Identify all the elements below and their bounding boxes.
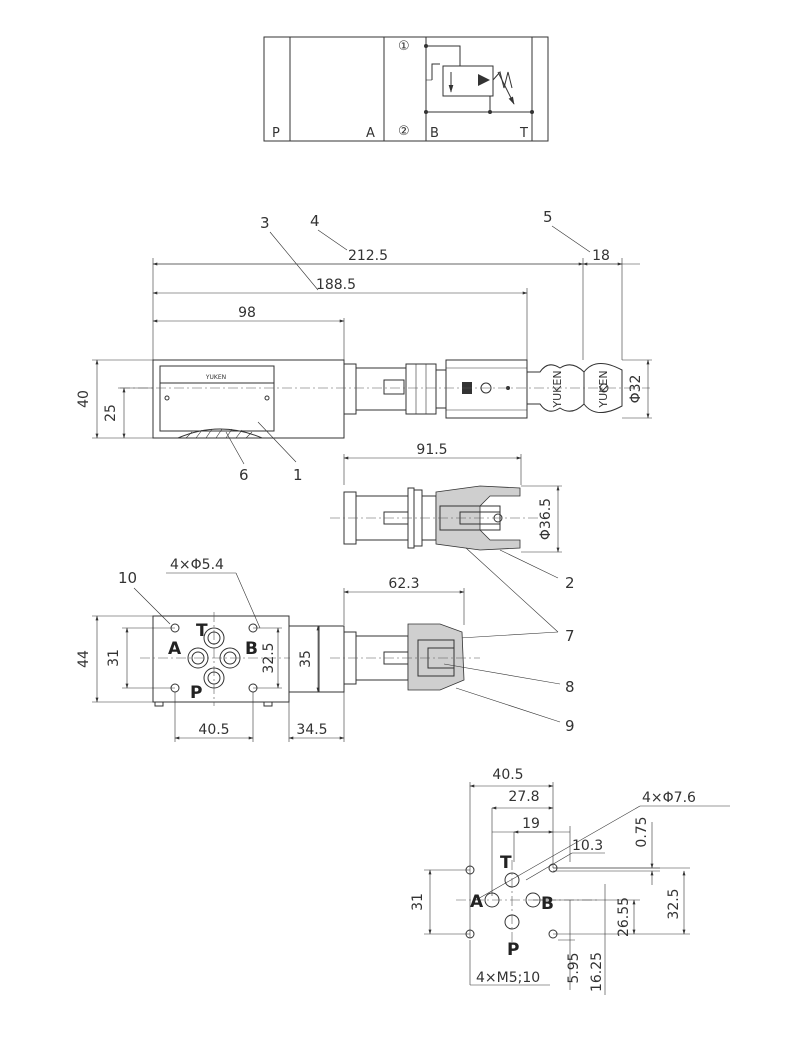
schematic-circle-2: ② (398, 124, 410, 139)
mount-port-b: B (541, 894, 554, 914)
thread-note: 4×M5;10 (476, 970, 540, 986)
dim-0-75: 0.75 (634, 816, 650, 847)
dim-phi36-5: Φ36.5 (538, 498, 554, 540)
dim-32-5-mount: 32.5 (666, 888, 682, 919)
dim-18: 18 (592, 248, 610, 264)
bottom-port-a: A (168, 639, 182, 659)
dim-27-8: 27.8 (508, 789, 539, 805)
callout-6: 6 (239, 466, 249, 484)
mounting-pattern: 40.5 27.8 19 10.3 4×Φ7.6 T A B P 0.75 (410, 767, 730, 995)
callout-2: 2 (565, 574, 575, 592)
callout-9: 9 (565, 717, 575, 735)
dim-25: 25 (103, 404, 119, 422)
callout-10: 10 (118, 569, 137, 587)
schematic-port-t: T (519, 126, 528, 141)
bottom-port-p: P (190, 683, 202, 703)
svg-text:YUKEN: YUKEN (597, 370, 610, 408)
dim-34-5: 34.5 (296, 722, 327, 738)
dim-40-5-bottom: 40.5 (198, 722, 229, 738)
callout-3: 3 (260, 214, 270, 232)
dim-16-25: 16.25 (589, 952, 605, 992)
dim-phi32: Φ32 (628, 375, 644, 404)
dim-10-3: 10.3 (572, 838, 603, 854)
callout-1: 1 (293, 466, 303, 484)
svg-text:YUKEN: YUKEN (551, 370, 564, 408)
dim-holes-5-4: 4×Φ5.4 (170, 557, 224, 573)
dim-5-95: 5.95 (566, 952, 582, 983)
schematic-circle-1: ① (398, 39, 410, 54)
mount-port-a: A (470, 892, 484, 912)
bottom-view: 4×Φ5.4 10 62.3 (76, 557, 575, 742)
dim-91-5: 91.5 (416, 442, 447, 458)
dim-32-5-bottom: 32.5 (261, 642, 277, 673)
dim-26-55: 26.55 (616, 897, 632, 937)
schematic-port-a: A (366, 126, 375, 141)
schematic-port-b: B (430, 126, 439, 141)
dim-62-3: 62.3 (388, 576, 419, 592)
mount-port-t: T (500, 853, 512, 873)
dim-44: 44 (76, 650, 92, 668)
dim-98: 98 (238, 305, 256, 321)
dim-19: 19 (522, 816, 540, 832)
mount-port-p: P (507, 940, 519, 960)
variant-view: 91.5 Φ36.5 2 7 (330, 442, 575, 645)
side-view: 212.5 18 188.5 98 3 4 5 YUKEN 40 25 (76, 208, 652, 484)
bottom-port-b: B (245, 639, 258, 659)
dim-31-mount: 31 (410, 893, 426, 911)
dim-35: 35 (298, 650, 314, 668)
dim-40-5-mount: 40.5 (492, 767, 523, 783)
callout-7: 7 (565, 627, 575, 645)
brand-logo: YUKEN (205, 374, 226, 381)
dim-188-5: 188.5 (316, 277, 356, 293)
schematic-port-p: P (272, 126, 280, 141)
hydraulic-schematic: P A B T ① ② (263, 36, 549, 142)
callout-8: 8 (565, 678, 575, 696)
dim-holes-7-6: 4×Φ7.6 (642, 790, 696, 806)
dim-31-bottom: 31 (106, 649, 122, 667)
bottom-port-t: T (196, 621, 208, 641)
callout-4: 4 (310, 212, 320, 230)
callout-5: 5 (543, 208, 553, 226)
dim-40: 40 (76, 390, 92, 408)
dim-212-5: 212.5 (348, 248, 388, 264)
